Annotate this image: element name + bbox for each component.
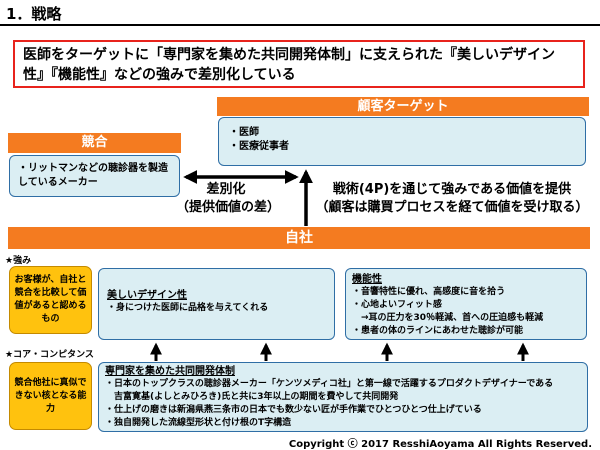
- title-divider: [0, 24, 600, 26]
- competitor-customer-arrow: [188, 150, 292, 177]
- tactics-label: 戦術(4P)を通じて強みである価値を提供 （顧客は購買プロセスを経て価値を受け取…: [315, 182, 589, 215]
- strengths-section-label: ★強み: [5, 256, 32, 266]
- core-box: 専門家を集めた共同開発体制 ・日本のトップクラスの聴診器メーカー「ケンツメディコ…: [98, 362, 588, 432]
- design-box: 美しいデザイン性 ・身につけた医師に品格を与えてくれる: [98, 268, 335, 340]
- strengths-side-label: お客様が、自社と競合を比較して価値があると認めるもの: [9, 266, 92, 334]
- core-section-label: ★コア・コンピタンス: [5, 350, 94, 360]
- function-box: 機能性 ・音響特性に優れ、高感度に音を拾う ・心地よいフィット感 →耳の圧力を3…: [345, 268, 587, 340]
- core-item: ・日本のトップクラスの聴診器メーカー「ケンツメディコ社」と第一線で活躍するプロダ…: [105, 379, 554, 389]
- competitor-header: 競合: [8, 133, 181, 153]
- strategy-headline: 医師をターゲットに「専門家を集めた共同開発体制」に支えられた『美しいデザイン性』…: [13, 40, 585, 88]
- copyright-text: Copyright ⓒ 2017 ResshiAoyama All Rights…: [288, 439, 592, 450]
- core-item: ・独自開発した流線型形状と付け根のT字構造: [105, 418, 292, 428]
- customer-item: ・医師: [229, 127, 259, 138]
- design-title: 美しいデザイン性: [107, 290, 187, 301]
- design-item: ・身につけた医師に品格を与えてくれる: [107, 303, 269, 313]
- function-title: 機能性: [352, 274, 382, 285]
- differentiation-label: 差別化 （提供価値の差）: [176, 182, 281, 215]
- function-item: →耳の圧力を30％軽減、首への圧迫感も軽減: [352, 313, 544, 323]
- customer-target-box: ・医師 ・医療従事者: [218, 117, 586, 166]
- customer-target-header: 顧客ターゲット: [217, 97, 589, 116]
- core-title: 専門家を集めた共同開発体制: [105, 366, 235, 377]
- core-item: 吉富寛基(よしとみひろき)氏と共に3年以上の期間を費やして共同開発: [105, 392, 399, 402]
- page-title: 1．戦略: [6, 5, 62, 23]
- customer-item: ・医療従事者: [229, 141, 289, 152]
- function-item: ・患者の体のラインにあわせた聴診が可能: [352, 326, 524, 336]
- core-side-label: 競合他社に真似できない核となる能力: [9, 362, 92, 430]
- function-item: ・心地よいフィット感: [352, 300, 442, 310]
- company-header: 自社: [8, 227, 590, 249]
- function-item: ・音響特性に優れ、高感度に音を拾う: [352, 287, 506, 297]
- core-item: ・仕上げの磨きは新潟県燕三条市の日本でも数少ない匠が手作業でひとつひとつ仕上げて…: [105, 405, 482, 415]
- competitor-box: ・リットマンなどの聴診器を製造しているメーカー: [9, 155, 180, 197]
